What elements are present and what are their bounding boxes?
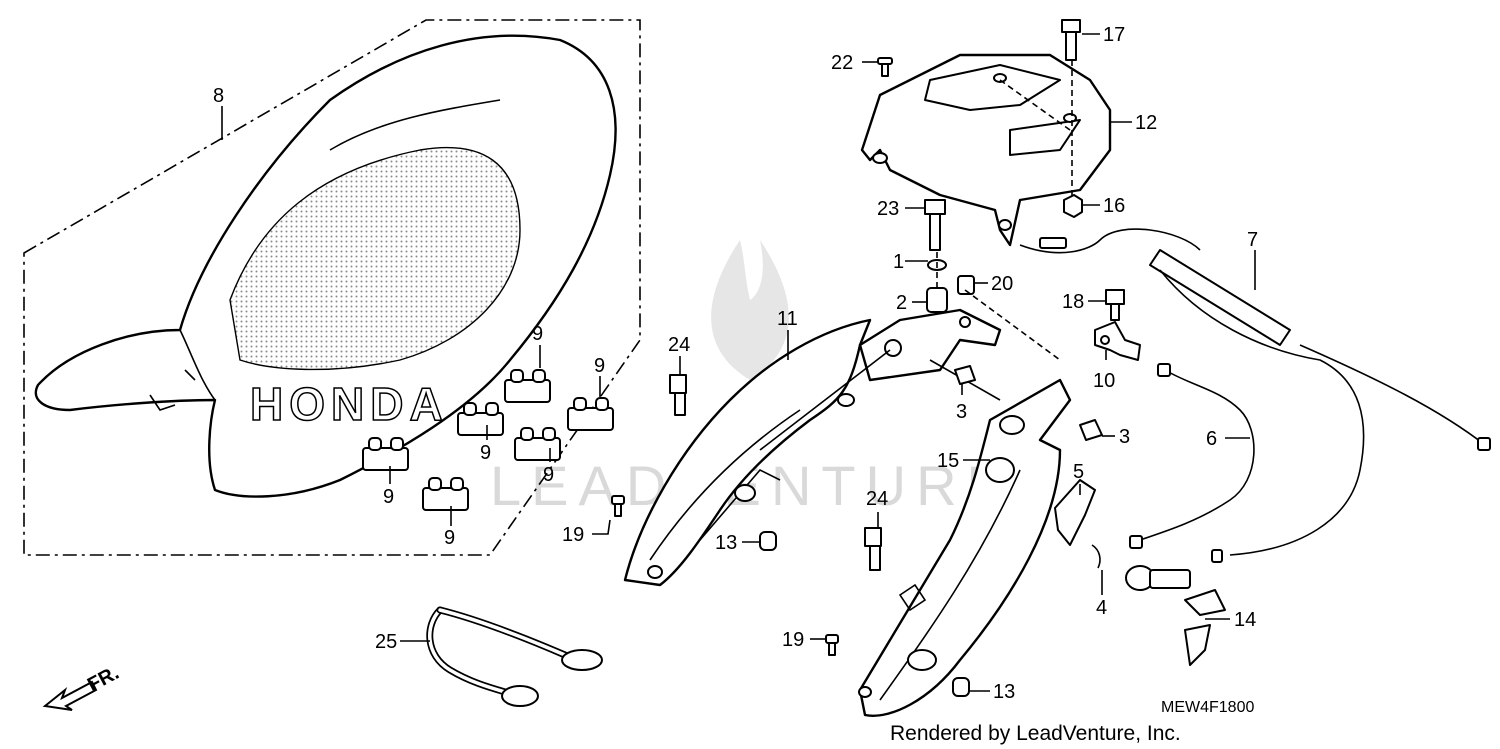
callout-24: 24 [668,334,690,356]
fasteners [611,19,1125,697]
seat-release-cable [1019,228,1491,563]
callout-9: 9 [532,323,543,345]
diagram-code: MEW4F1800 [1161,699,1254,716]
callout-15: 15 [937,450,959,472]
callout-16: 16 [1103,195,1125,217]
callout-13: 13 [715,532,737,554]
callout-17: 17 [1103,24,1125,46]
callout-24: 24 [866,488,888,510]
callout-9: 9 [594,355,605,377]
callout-9: 9 [480,442,491,464]
rear-bracket [759,308,1002,451]
guide-lines [936,60,1073,361]
leader-lines [221,33,1256,692]
rubber-cushions [362,369,614,511]
callout-6: 6 [1206,428,1217,450]
grab-rail-left [623,318,872,587]
callout-23: 23 [877,198,899,220]
callout-10: 10 [1093,370,1115,392]
callout-22: 22 [831,52,853,74]
seat-assembly-box [23,19,641,556]
callout-9: 9 [543,464,554,486]
callout-5: 5 [1073,461,1084,483]
callout-labels: 8 9 9 9 9 9 9 25 24 11 19 13 22 17 12 16… [213,24,1258,703]
seat-latch [1094,321,1141,361]
grab-rail-right [858,378,1072,717]
callout-18: 18 [1062,291,1084,313]
callout-12: 12 [1135,112,1157,134]
seat: HONDA [34,34,617,498]
callout-11: 11 [777,308,798,330]
callout-20: 20 [991,273,1013,295]
callout-3: 3 [956,401,967,423]
callout-14: 14 [1234,609,1256,631]
callout-7: 7 [1247,229,1258,251]
key-cylinder [1054,479,1226,666]
seat-logo: HONDA [250,378,449,430]
callout-4: 4 [1096,597,1107,619]
callout-1: 1 [893,251,904,273]
callout-9: 9 [444,527,455,549]
callout-19: 19 [562,524,584,546]
front-direction-arrow: FR. [42,662,123,711]
credit-text: Rendered by LeadVenture, Inc. [890,722,1181,745]
inner-cable [1129,363,1255,549]
callout-3: 3 [1119,426,1130,448]
callout-9: 9 [383,486,394,508]
callout-13: 13 [993,681,1015,703]
callout-2: 2 [896,292,907,314]
callout-19: 19 [782,629,804,651]
callout-8: 8 [213,85,224,107]
helmet-cable [426,606,603,707]
callout-25: 25 [375,631,397,653]
